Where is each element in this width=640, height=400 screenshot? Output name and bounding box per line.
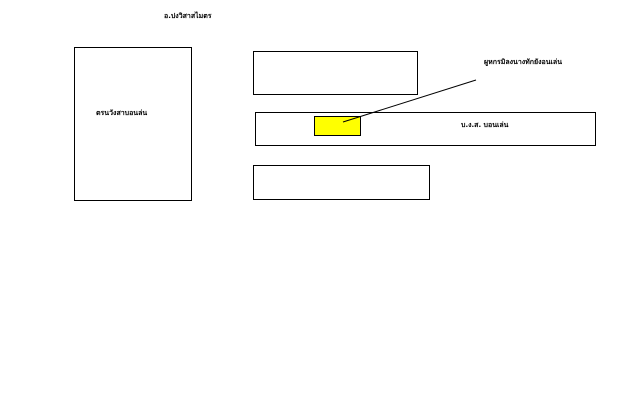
lower-box	[253, 165, 430, 200]
upper-box	[253, 51, 418, 95]
left-box-label: ตรนวังสาบอนล่น	[96, 109, 148, 117]
left-box	[74, 47, 192, 201]
top-label: อ.ปงวิสาสไมตร	[164, 12, 212, 20]
wide-box-label: บ.ง.ส. บอนเล่น	[461, 121, 509, 129]
yellow-highlight	[314, 116, 361, 136]
wide-box	[255, 112, 596, 146]
pointer-label: ผูหกรมิลงนางทักยังอนเล่น	[484, 58, 562, 66]
